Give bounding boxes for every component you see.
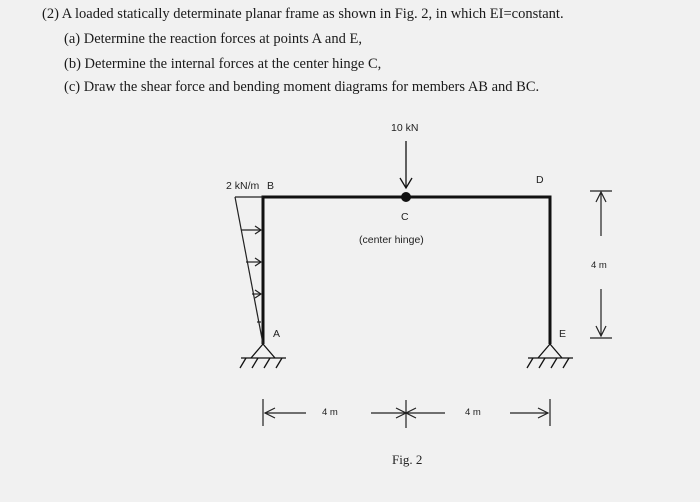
support-a xyxy=(239,343,286,369)
node-a-label: A xyxy=(273,328,281,340)
problem-heading: (2) A loaded statically determinate plan… xyxy=(42,6,564,22)
point-load-label: 10 kN xyxy=(391,122,419,134)
hinge-label: (center hinge) xyxy=(359,234,424,246)
node-c-label: C xyxy=(401,211,409,223)
figure-caption: Fig. 2 xyxy=(392,452,423,467)
problem-part-a: (a) Determine the reaction forces at poi… xyxy=(64,31,362,47)
support-e xyxy=(526,343,573,369)
right-span-label: 4 m xyxy=(465,407,481,418)
distributed-load-label: 2 kN/m xyxy=(226,180,260,192)
span-dimension xyxy=(262,399,551,428)
node-e-label: E xyxy=(559,328,567,340)
problem-part-b: (b) Determine the internal forces at the… xyxy=(64,56,382,72)
problem-part-c: (c) Draw the shear force and bending mom… xyxy=(64,79,540,95)
node-b-label: B xyxy=(267,180,275,192)
point-load-arrow xyxy=(399,141,413,190)
left-span-label: 4 m xyxy=(322,407,338,418)
height-dimension xyxy=(590,190,612,339)
distributed-load xyxy=(234,196,264,345)
height-dimension-label: 4 m xyxy=(591,260,607,271)
node-d-label: D xyxy=(536,174,544,186)
center-hinge xyxy=(401,192,411,202)
